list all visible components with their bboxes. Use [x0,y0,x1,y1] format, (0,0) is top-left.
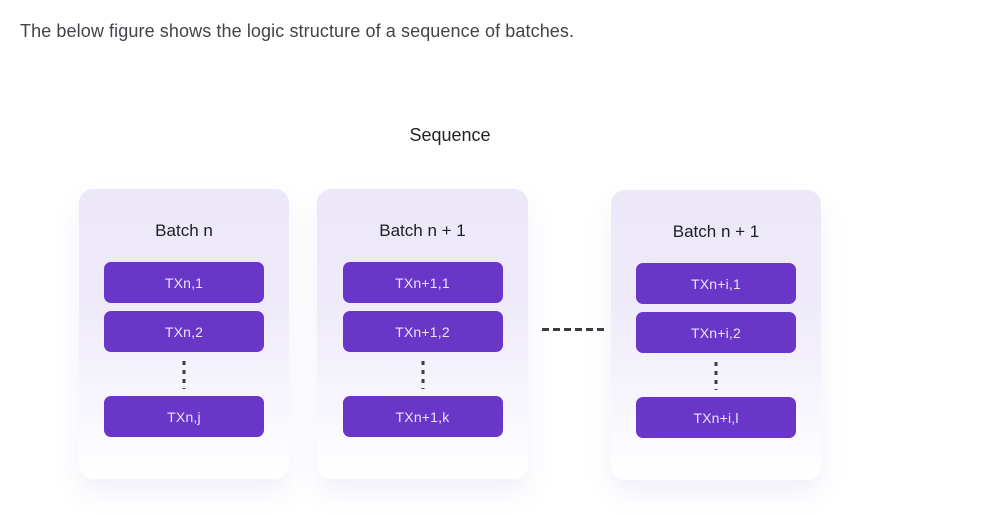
tx-box: TXn+1,2 [342,311,503,352]
batch-card-n-plus-1: Batch n + 1 TXn+1,1 TXn+1,2 TXn+1,k [317,189,528,479]
diagram-title: Sequence [409,125,491,145]
figure-caption: The below figure shows the logic structu… [20,21,575,41]
batch-card-n: Batch n TXn,1 TXn,2 TXn,j [79,189,289,479]
vertical-ellipsis-icon [421,361,424,389]
tx-box: TXn,j [104,396,264,437]
tx-box: TXn+i,1 [636,263,796,304]
batch-title: Batch n + 1 [379,221,466,240]
vertical-ellipsis-icon [714,362,718,390]
tx-box: TXn+i,2 [636,312,796,353]
tx-box: TXn+1,k [342,396,503,437]
dashed-connector-icon [542,328,608,331]
vertical-ellipsis-icon [182,361,186,389]
tx-box: TXn,2 [104,311,264,352]
tx-box: TXn+i,l [636,397,796,438]
tx-box: TXn+1,1 [342,262,503,303]
batch-card-n-plus-i: Batch n + 1 TXn+i,1 TXn+i,2 TXn+i,l [611,190,821,480]
batch-title: Batch n [155,221,213,240]
batch-title: Batch n + 1 [672,222,760,241]
tx-box: TXn,1 [104,262,264,303]
